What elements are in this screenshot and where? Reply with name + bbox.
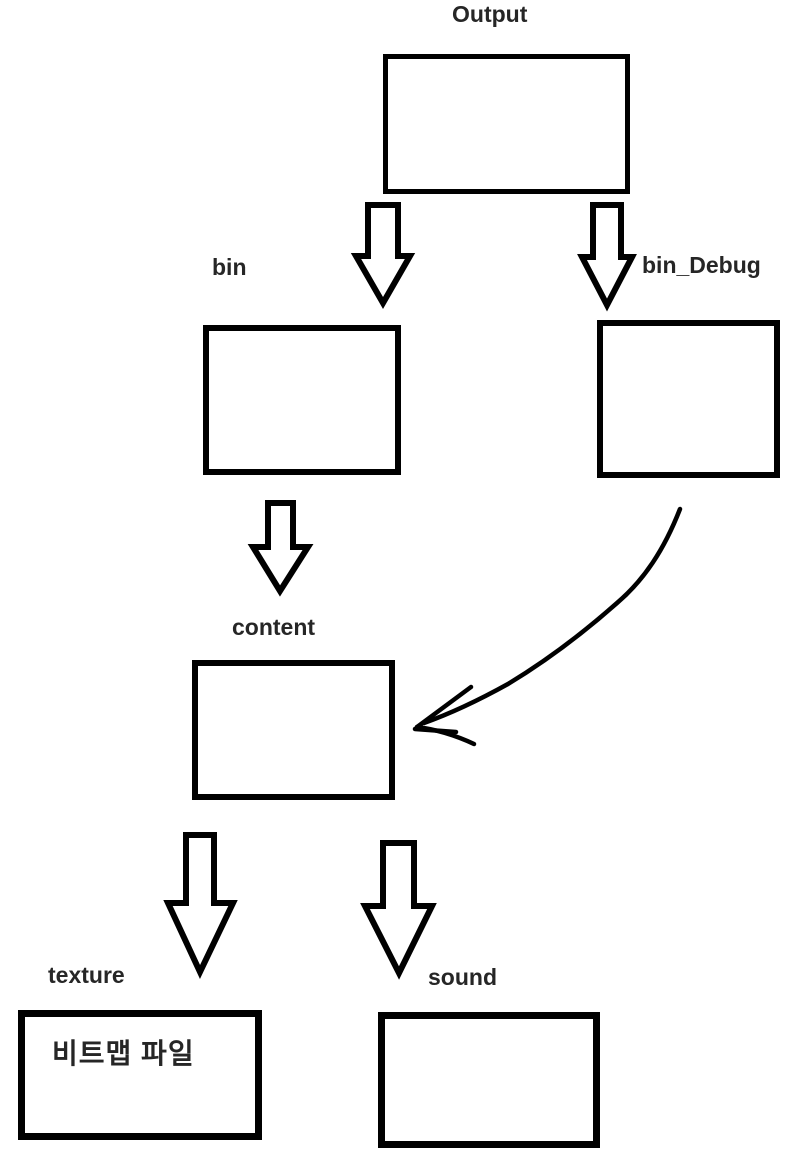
arrow-output-to-bin-debug [577,202,637,312]
label-sound: sound [428,964,497,990]
arrow-output-to-bin [350,202,416,310]
arrow-content-to-texture [163,832,238,980]
node-box-output [383,54,630,194]
label-bin-debug: bin_Debug [642,252,761,278]
label-bin: bin [212,254,247,280]
texture-box-text: 비트맵 파일 [52,1038,195,1069]
arrow-bin-debug-to-content [412,506,683,747]
node-box-content [192,660,395,800]
node-box-bin-debug [597,320,780,478]
label-content: content [232,614,316,640]
label-texture: texture [48,962,125,988]
arrow-content-to-sound [360,840,437,980]
arrow-bin-to-content [247,500,314,597]
node-box-bin [203,325,401,475]
node-box-texture: 비트맵 파일 [18,1010,262,1140]
node-box-sound [378,1012,600,1148]
label-output: Output [452,1,528,27]
